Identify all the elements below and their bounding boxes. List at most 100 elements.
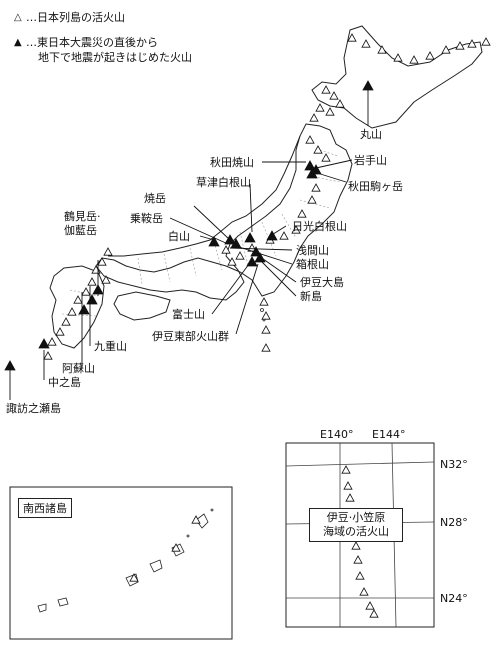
label-niijima: 新島 (300, 290, 322, 303)
nansei-islands (37, 508, 214, 613)
active-volcano-icon (171, 543, 181, 552)
active-volcano-icon (101, 275, 111, 284)
label-kusatsu-shirane: 草津白根山 (196, 176, 251, 189)
label-hakusan: 白山 (168, 230, 190, 243)
active-volcano-icon (227, 257, 237, 266)
label-norikura: 乗鞍岳 (130, 212, 163, 225)
izu-ogasawara-inset-frame (285, 442, 435, 628)
triggered-volcano-icon (208, 236, 220, 247)
nansei-inset-title: 南西諸島 (18, 498, 72, 518)
active-volcano-icon (259, 297, 269, 306)
label-izu-oshima: 伊豆大島 (300, 276, 344, 289)
prefecture-borders (61, 149, 341, 317)
triggered-volcano-icon (304, 160, 316, 171)
active-volcano-markers (43, 33, 491, 618)
label-yakedake: 焼岳 (144, 192, 166, 205)
active-volcano-icon (313, 145, 323, 154)
legend-active-text: …日本列島の活火山 (26, 11, 125, 24)
active-volcano-icon (129, 573, 139, 582)
active-volcano-icon (467, 39, 477, 48)
izu-ogasawara-title-1: 伊豆·小笠原 (326, 511, 386, 524)
active-volcano-icon (261, 325, 271, 334)
active-volcano-icon (425, 51, 435, 60)
active-volcano-icon (321, 153, 331, 162)
active-volcano-icon (311, 183, 321, 192)
label-aso: 阿蘇山 (62, 362, 95, 375)
label-maruyama: 丸山 (360, 128, 382, 141)
triggered-volcano-icon (306, 168, 318, 179)
label-iwate: 岩手山 (354, 154, 387, 167)
triggered-volcano-icon (86, 294, 98, 305)
legend-triggered-text-1: …東日本大震災の直後から (26, 36, 158, 49)
lon-label-144: E144° (372, 428, 406, 441)
lon-label-140: E140° (320, 428, 354, 441)
active-volcano-icon (261, 311, 271, 320)
label-nikko-shirane: 日光白根山 (292, 220, 347, 233)
triggered-volcano-icon (78, 304, 90, 315)
active-volcano-icon (67, 307, 77, 316)
active-volcano-icon (309, 113, 319, 122)
leader-lines (9, 90, 369, 400)
triggered-volcano-icon (254, 252, 266, 263)
active-volcano-icon (43, 351, 53, 360)
active-volcano-icon (235, 251, 245, 260)
active-volcano-icon (297, 209, 307, 218)
active-volcano-icon (97, 257, 107, 266)
legend-active: △ …日本列島の活火山 (14, 10, 192, 25)
active-volcano-icon (325, 107, 335, 116)
active-volcano-icon (103, 247, 113, 256)
triggered-volcano-icon (244, 232, 256, 243)
izu-ogasawara-inset-title: 伊豆·小笠原 海域の活火山 (309, 508, 403, 542)
label-izu-tobu: 伊豆東部火山群 (152, 330, 229, 343)
open-triangle-icon: △ (14, 12, 22, 23)
active-volcano-icon (441, 45, 451, 54)
hokkaido-outline (311, 25, 483, 129)
legend-triggered-text-2: 地下で地震が起きはじめた火山 (38, 51, 192, 64)
active-volcano-icon (47, 337, 57, 346)
label-tsurumi-1: 鶴見岳· (64, 210, 101, 223)
label-fuji: 富士山 (172, 308, 205, 321)
active-volcano-icon (359, 587, 369, 596)
legend-triggered: ▲ …東日本大震災の直後から 地下で地震が起きはじめた火山 (14, 35, 192, 65)
active-volcano-icon (481, 37, 491, 46)
label-akita-komagatake: 秋田駒ヶ岳 (348, 180, 403, 193)
active-volcano-icon (329, 91, 339, 100)
active-volcano-icon (355, 571, 365, 580)
active-volcano-icon (321, 85, 331, 94)
lat-label-24: N24° (440, 592, 468, 605)
label-suwanosejima: 諏訪之瀬島 (6, 402, 61, 415)
lat-label-32: N32° (440, 458, 468, 471)
active-volcano-icon (73, 295, 83, 304)
label-asama: 浅間山 (296, 244, 329, 257)
active-volcano-icon (335, 99, 345, 108)
active-volcano-icon (221, 245, 231, 254)
active-volcano-icon (347, 33, 357, 42)
triggered-volcano-icon (4, 360, 16, 371)
kyushu-outline (49, 265, 105, 349)
active-volcano-icon (409, 55, 419, 64)
filled-triangle-icon: ▲ (14, 37, 22, 48)
nansei-inset-frame (9, 486, 233, 640)
label-nakanoshima: 中之島 (48, 376, 81, 389)
active-volcano-icon (361, 39, 371, 48)
active-volcano-icon (345, 493, 355, 502)
active-volcano-icon (81, 287, 91, 296)
label-hakone: 箱根山 (296, 258, 329, 271)
active-volcano-icon (365, 601, 375, 610)
active-volcano-icon (291, 225, 301, 234)
label-akita-yakeyama: 秋田焼山 (210, 156, 254, 169)
active-volcano-icon (55, 327, 65, 336)
active-volcano-icon (307, 195, 317, 204)
izu-ogasawara-title-2: 海域の活火山 (323, 525, 389, 538)
active-volcano-icon (455, 41, 465, 50)
active-volcano-icon (341, 465, 351, 474)
active-volcano-icon (315, 103, 325, 112)
legend: △ …日本列島の活火山 ▲ …東日本大震災の直後から 地下で地震が起きはじめた火… (14, 10, 192, 65)
triggered-volcano-icon (266, 230, 278, 241)
active-volcano-icon (343, 481, 353, 490)
active-volcano-icon (377, 45, 387, 54)
active-volcano-icon (369, 609, 379, 618)
active-volcano-icon (279, 231, 289, 240)
active-volcano-icon (191, 515, 201, 524)
